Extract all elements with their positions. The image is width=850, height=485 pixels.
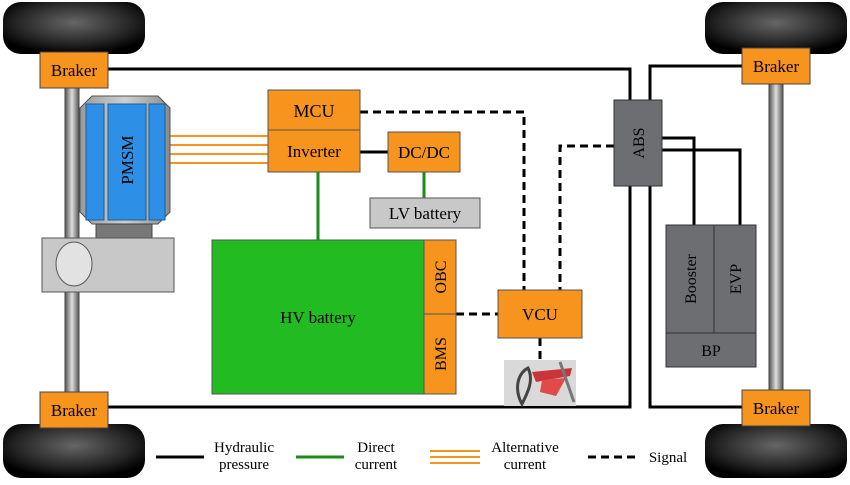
hydraulic-lines [108,64,742,409]
mcu-label: MCU [293,101,334,121]
obc-box: OBC [423,239,457,315]
mcu-box: MCU [267,89,361,131]
tire-top-right [705,2,847,54]
tire-bottom-left [3,424,145,478]
legend: Hydraulic pressure Direct current Altern… [156,440,687,473]
signal-lines [360,110,614,360]
inverter-box: Inverter [267,129,361,173]
hv-battery-box: HV battery [211,239,425,395]
legend-hydraulic-line2: pressure [219,457,269,473]
vcu-label: VCU [522,305,558,324]
braker-bottom-right: Braker [741,389,811,427]
bp-label: BP [701,343,721,360]
pmsm-motor: PMSM [79,95,171,239]
ac-lines [170,135,268,164]
braker-top-left: Braker [39,51,109,89]
hv-battery-label: HV battery [280,308,356,327]
braker-top-left-label: Braker [51,61,98,80]
evp-label: EVP [728,264,745,294]
brake-booster-assembly: Booster EVP BP [665,224,757,368]
braker-bottom-left: Braker [39,391,109,429]
legend-signal: Signal [649,450,687,466]
gearbox [41,237,175,293]
legend-direct-line1: Direct [357,440,395,456]
dcdc-label: DC/DC [398,143,450,162]
bms-label: BMS [433,337,450,371]
legend-alternative-line1: Alternative [491,440,559,456]
tire-bottom-right [705,424,847,478]
booster-label: Booster [683,253,700,303]
legend-hydraulic-line1: Hydraulic [214,440,274,456]
braker-bottom-left-label: Braker [51,401,98,420]
dc-lines [316,171,426,240]
obc-label: OBC [433,261,450,294]
abs-label: ABS [631,127,648,158]
braker-top-right-label: Braker [753,57,800,76]
braker-top-right: Braker [741,47,811,85]
inverter-label: Inverter [287,142,341,161]
braker-bottom-right-label: Braker [753,399,800,418]
legend-direct-line2: current [355,457,398,473]
tire-top-left [3,2,145,54]
legend-alternative-line2: current [504,457,547,473]
pedal-icon [504,360,576,408]
lv-battery-label: LV battery [389,204,462,223]
bms-box: BMS [423,313,457,395]
pmsm-label: PMSM [118,135,137,184]
abs-box: ABS [613,99,663,187]
lv-battery-box: LV battery [369,197,481,229]
vcu-box: VCU [497,289,583,339]
axle-right [768,79,784,401]
dcdc-box: DC/DC [387,131,461,173]
